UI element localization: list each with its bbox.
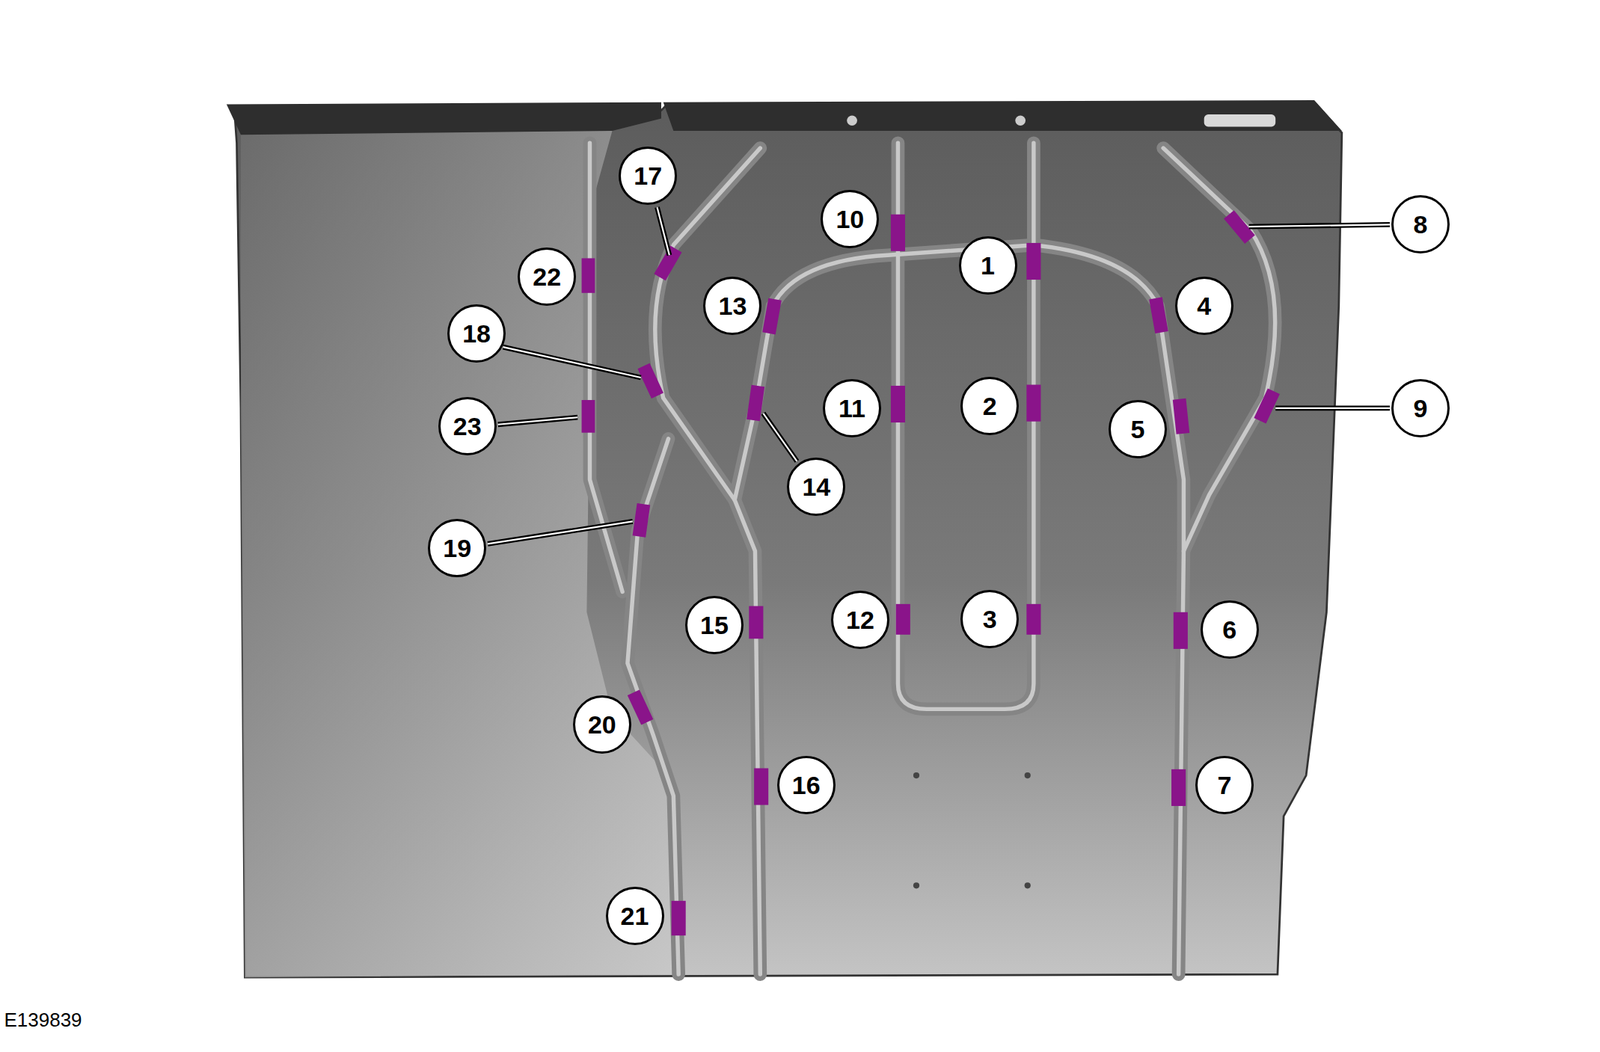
callout-number: 15	[685, 596, 744, 655]
callout-number: 1	[958, 236, 1018, 295]
callout-text: 6	[1222, 617, 1237, 643]
callout-text: 2	[982, 393, 998, 419]
callout-text: 18	[462, 320, 491, 347]
callout-text: 17	[633, 163, 662, 189]
wire-frame	[589, 142, 1275, 975]
callout-number: 14	[786, 457, 846, 517]
callout-text: 10	[835, 206, 864, 232]
callout-number: 12	[831, 590, 890, 650]
callout-text: 15	[700, 612, 729, 639]
callout-number: 3	[960, 590, 1019, 649]
callout-number: 20	[572, 695, 632, 754]
callout-text: 5	[1130, 416, 1146, 443]
callout-number: 16	[777, 756, 836, 815]
callout-number: 8	[1391, 195, 1450, 254]
callout-text: 13	[718, 293, 748, 319]
callout-text: 14	[801, 474, 831, 500]
callout-number: 5	[1108, 400, 1167, 459]
callout-text: 19	[442, 535, 472, 562]
callout-text: 4	[1196, 293, 1212, 319]
callout-text: 21	[620, 903, 650, 930]
figure-id: E139839	[3, 1010, 82, 1031]
callout-number: 21	[605, 887, 665, 946]
callout-text: 22	[532, 264, 562, 290]
callout-number: 19	[427, 519, 487, 578]
callout-text: 20	[587, 712, 617, 738]
callout-text: 11	[838, 395, 866, 422]
weld-markers	[581, 210, 1280, 936]
callout-text: 3	[982, 606, 998, 633]
callout-number: 17	[618, 146, 677, 205]
callout-number: 13	[703, 276, 762, 336]
callout-text: 16	[792, 772, 821, 799]
callout-number: 9	[1391, 379, 1450, 438]
leader-lines	[487, 207, 1390, 544]
callout-number: 22	[517, 247, 576, 306]
callout-number: 4	[1175, 276, 1234, 336]
callout-number: 10	[820, 189, 879, 249]
callout-text: 7	[1217, 772, 1232, 799]
callout-text: 9	[1412, 395, 1428, 422]
callout-number: 23	[438, 397, 497, 456]
panel-body	[226, 100, 1342, 978]
callout-number: 18	[447, 304, 506, 363]
callout-text: 8	[1412, 211, 1428, 238]
callout-number: 6	[1200, 600, 1259, 659]
callout-number: 11	[822, 379, 882, 438]
callout-number: 2	[960, 376, 1019, 436]
callout-number: 7	[1195, 756, 1254, 815]
callout-text: 1	[980, 252, 995, 279]
callout-text: 12	[846, 607, 875, 633]
callout-text: 23	[453, 413, 482, 440]
